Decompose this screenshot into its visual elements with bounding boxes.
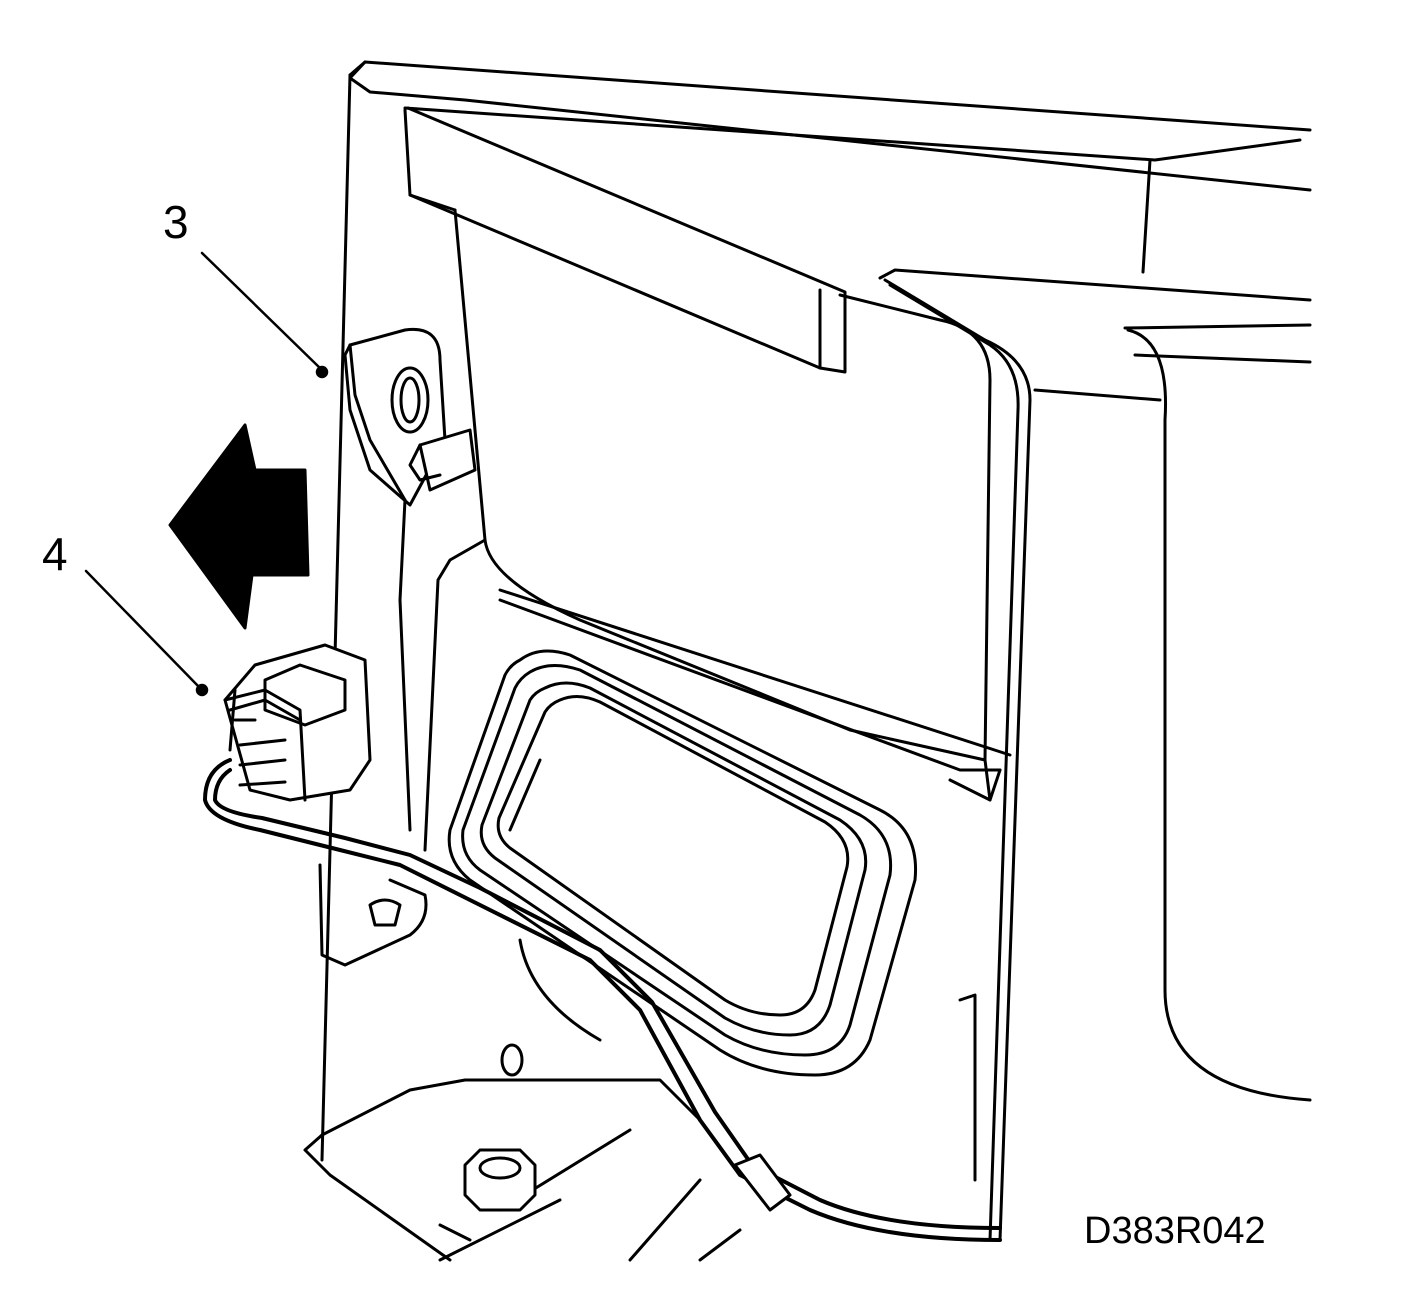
base-floor — [303, 938, 977, 1262]
leader-line-3 — [200, 251, 324, 372]
callout-label-3: 3 — [163, 196, 189, 248]
figure-code: D383R042 — [1084, 1210, 1266, 1252]
wire-harness — [203, 758, 1002, 1242]
nut-icon — [463, 1148, 537, 1212]
cover-panel — [423, 208, 1032, 1242]
top-rail — [403, 106, 847, 374]
leader-dot-3 — [315, 365, 329, 379]
connector-icon — [223, 643, 372, 802]
arrow-left-icon — [168, 423, 310, 630]
housing-panel — [320, 60, 1312, 1162]
callout-leaders — [84, 251, 329, 697]
callout-label-4: 4 — [42, 528, 68, 580]
leader-line-4 — [84, 569, 202, 690]
leader-dot-4 — [195, 683, 209, 697]
gasket-pad — [447, 649, 918, 1077]
bracket — [318, 327, 477, 967]
